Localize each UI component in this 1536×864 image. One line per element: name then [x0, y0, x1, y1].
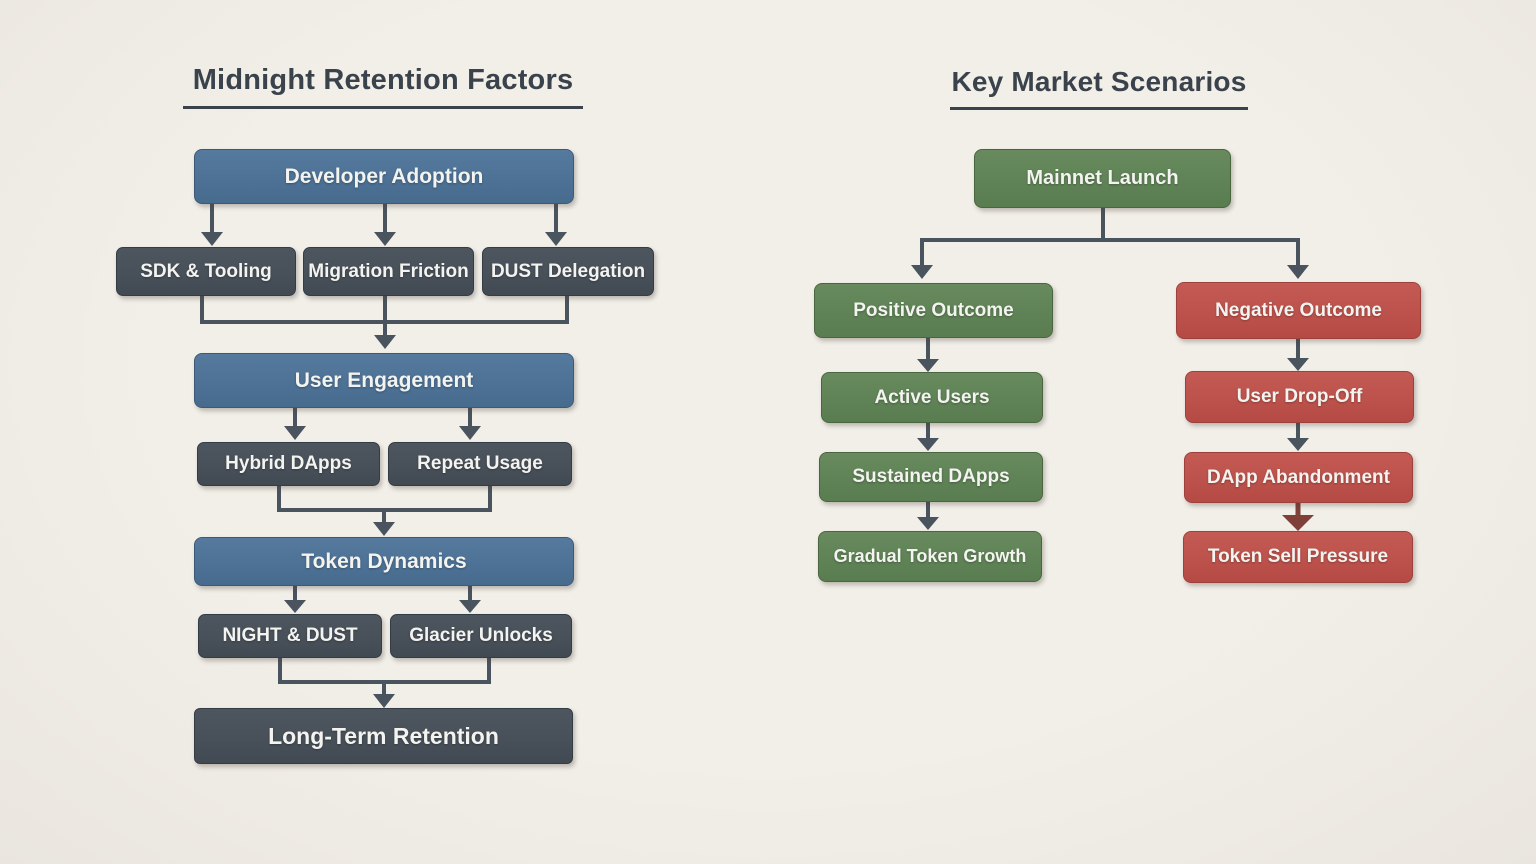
arrowhead-icon	[1287, 358, 1309, 371]
arrowhead-icon	[1282, 515, 1314, 531]
arrowhead-icon	[545, 232, 567, 246]
node-token-dynamics: Token Dynamics	[194, 537, 574, 586]
node-developer-adoption: Developer Adoption	[194, 149, 574, 204]
node-dust-delegation: DUST Delegation	[482, 247, 654, 296]
arrowhead-icon	[201, 232, 223, 246]
node-active-users: Active Users	[821, 372, 1043, 423]
node-user-engagement: User Engagement	[194, 353, 574, 408]
arrowhead-icon	[1287, 265, 1309, 279]
arrowhead-icon	[284, 426, 306, 440]
arrowhead-icon	[374, 232, 396, 246]
left-chart-title: Midnight Retention Factors	[183, 64, 583, 109]
arrowhead-icon	[373, 522, 395, 536]
arrowhead-icon	[911, 265, 933, 279]
arrowhead-icon	[459, 600, 481, 613]
node-gradual-token-growth: Gradual Token Growth	[818, 531, 1042, 582]
connector-row2-bracket	[277, 486, 492, 512]
arrowhead-icon	[917, 517, 939, 530]
node-sustained-dapps: Sustained DApps	[819, 452, 1043, 502]
node-repeat-usage: Repeat Usage	[388, 442, 572, 486]
node-dapp-abandonment: DApp Abandonment	[1184, 452, 1413, 503]
node-night-dust: NIGHT & DUST	[198, 614, 382, 658]
arrowhead-icon	[917, 359, 939, 372]
node-hybrid-dapps: Hybrid DApps	[197, 442, 380, 486]
node-sdk-tooling: SDK & Tooling	[116, 247, 296, 296]
right-chart-title: Key Market Scenarios	[950, 66, 1248, 110]
node-migration-friction: Migration Friction	[303, 247, 474, 296]
connector-row3-bracket	[278, 658, 491, 684]
arrowhead-icon	[917, 438, 939, 451]
node-negative-outcome: Negative Outcome	[1176, 282, 1421, 339]
arrowhead-icon	[374, 335, 396, 349]
arrowhead-icon	[459, 426, 481, 440]
node-glacier-unlocks: Glacier Unlocks	[390, 614, 572, 658]
arrowhead-icon	[1287, 438, 1309, 451]
node-user-drop-off: User Drop-Off	[1185, 371, 1414, 423]
node-positive-outcome: Positive Outcome	[814, 283, 1053, 338]
arrowhead-icon	[373, 694, 395, 708]
node-long-term-retention: Long-Term Retention	[194, 708, 573, 764]
node-token-sell-pressure: Token Sell Pressure	[1183, 531, 1413, 583]
node-mainnet-launch: Mainnet Launch	[974, 149, 1231, 208]
arrowhead-icon	[284, 600, 306, 613]
